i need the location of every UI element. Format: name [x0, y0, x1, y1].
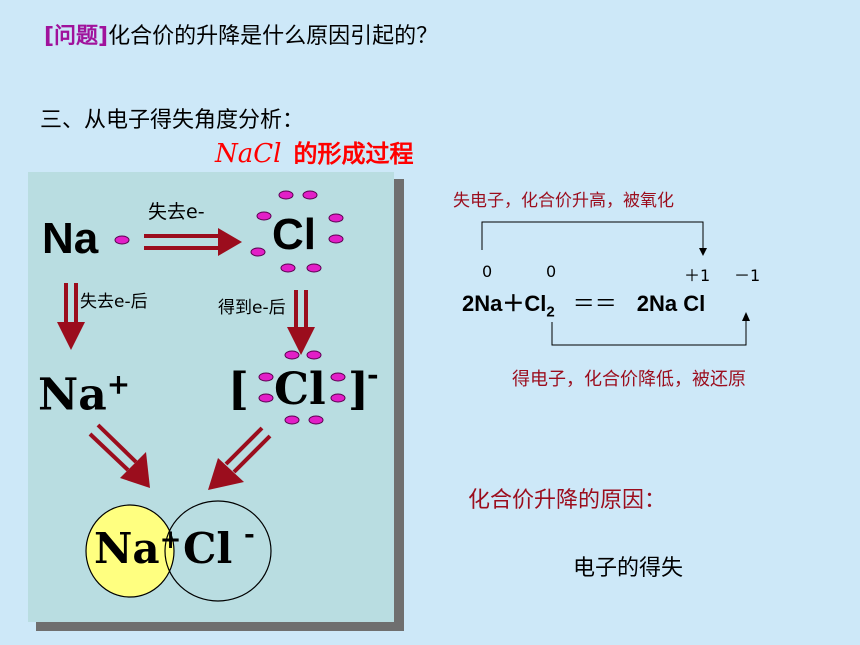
na-ion-label: Na+	[38, 368, 130, 421]
oxidation-note: 失电子，化合价升高，被氧化	[453, 191, 674, 211]
na-ion-circle	[85, 504, 175, 598]
question-text: 化合价的升降是什么原因引起的？	[108, 24, 439, 49]
cl-atom-label: Cl	[272, 210, 316, 259]
na-ion-symbol: Na	[38, 369, 107, 421]
product-cl-label: Cl	[183, 524, 233, 573]
na-electron-dots	[114, 235, 130, 245]
equation-subscript: 2	[546, 303, 555, 321]
after-lose-label: 失去e-后	[80, 292, 148, 312]
subtitle: NaCl 的形成过程	[215, 134, 413, 169]
oxidation-bracket	[481, 221, 707, 256]
ox-state-na-right: ＋1	[684, 266, 711, 285]
cl-ion-right-bracket: ]	[348, 364, 369, 415]
subtitle-formula: NaCl	[215, 139, 282, 169]
chemical-equation: 2Na＋Cl2 ＝＝ 2Na Cl	[462, 286, 705, 320]
cl-electron-dots	[250, 190, 344, 273]
cl-ion-label: Cl	[274, 364, 326, 415]
cl-ion-left-bracket: [	[228, 364, 249, 415]
equation-left: 2Na＋Cl	[462, 291, 547, 316]
cl-ion-circle	[164, 500, 272, 602]
ox-state-cl-right: －1	[734, 266, 761, 285]
na-ion-charge: +	[106, 368, 131, 401]
na-atom-label: Na	[42, 214, 99, 263]
reason-title: 化合价升降的原因：	[468, 488, 667, 513]
cl-down-arrow	[287, 290, 315, 355]
equation-equals: ＝＝	[572, 291, 617, 316]
subtitle-text: 的形成过程	[293, 140, 414, 168]
product-na-label: Na+	[94, 524, 181, 573]
cl-ion-diagonal-arrow	[208, 426, 272, 490]
product-na-symbol: Na	[94, 524, 160, 573]
reason-answer: 电子的得失	[573, 556, 684, 581]
lose-electron-label: 失去e-	[148, 201, 205, 223]
lose-electron-arrow	[144, 228, 242, 256]
ox-state-cl-left: 0	[546, 262, 557, 281]
ox-state-na-left: 0	[482, 262, 493, 281]
cl-ion-electron-dots	[258, 350, 346, 425]
after-gain-label: 得到e-后	[218, 298, 286, 318]
question-line: [问题]化合价的升降是什么原因引起的？	[44, 18, 438, 50]
section-title: 三、从电子得失角度分析：	[40, 108, 305, 133]
na-ion-diagonal-arrow	[88, 423, 150, 488]
product-na-charge: +	[159, 525, 182, 555]
equation-right: 2Na Cl	[636, 291, 706, 316]
na-down-arrow	[57, 283, 85, 350]
cl-ion-charge: -	[367, 358, 379, 391]
reduction-bracket	[551, 312, 750, 346]
reduction-note: 得电子，化合价降低，被还原	[512, 369, 746, 390]
product-cl-charge: -	[244, 520, 255, 550]
question-tag: [问题]	[44, 24, 109, 49]
